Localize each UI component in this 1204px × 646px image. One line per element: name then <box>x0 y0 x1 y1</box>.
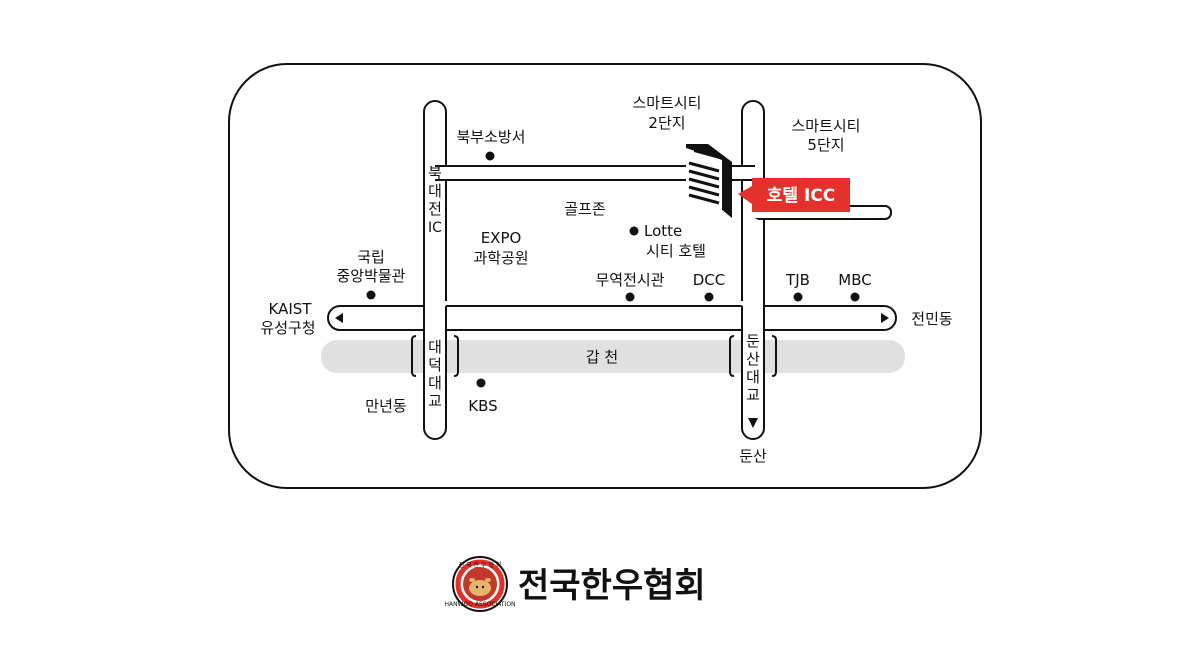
trade-center-marker <box>625 292 635 302</box>
map-text: 북 <box>428 164 442 182</box>
hotel-icc-label: 호텔 ICC <box>767 186 835 206</box>
mbc-marker <box>850 292 860 302</box>
smart-city-5-label-line2: 5단지 <box>807 136 844 154</box>
expo-label-line1: EXPO <box>481 229 522 247</box>
lotte-label-line2: 시티 호텔 <box>646 242 706 260</box>
dunsan-label: 둔산 <box>739 447 767 465</box>
tjb-marker <box>793 292 803 302</box>
museum-marker <box>366 290 376 300</box>
smart-city-2-label-line1: 스마트시티 <box>632 94 701 112</box>
lotte-label-line1: Lotte <box>644 222 682 240</box>
west-arrow-icon <box>335 313 343 323</box>
tjb-label: TJB <box>785 271 810 289</box>
manyeon-label: 만년동 <box>365 397 407 415</box>
dunsan-bridge-label: 둔 산 대 교 <box>746 332 760 404</box>
bridge-bracket <box>453 335 459 377</box>
south-arrow-icon <box>748 418 758 428</box>
map-text: 교 <box>746 386 760 404</box>
golf-zone-label: 골프존 <box>564 200 606 218</box>
smart-city-2-label-line2: 2단지 <box>648 114 685 132</box>
bridge-bracket <box>411 335 417 377</box>
map-frame <box>228 63 982 489</box>
map-text: 대 <box>428 374 442 392</box>
map-text: 대 <box>428 182 442 200</box>
mbc-label: MBC <box>838 271 871 289</box>
map-text: 덕 <box>428 356 442 374</box>
gapcheon-label: 갑 천 <box>586 348 618 366</box>
fire-station-label: 북부소방서 <box>456 128 525 146</box>
hotel-building-icon <box>686 144 732 218</box>
kaist-label-line2: 유성구청 <box>260 319 315 337</box>
north-ic-label: 북 대 전 IC <box>428 164 442 236</box>
smart-city-5-label-line1: 스마트시티 <box>791 117 860 135</box>
daedeok-bridge-label: 대 덕 대 교 <box>428 338 442 410</box>
map-text: 대 <box>746 368 760 386</box>
kaist-label-line1: KAIST <box>269 300 313 318</box>
museum-label-line2: 중앙박물관 <box>336 267 405 285</box>
map-text: 대 <box>428 338 442 356</box>
bridge-bracket <box>771 335 777 377</box>
expo-label-line2: 과학공원 <box>473 249 528 267</box>
map-text: 전 국 한 우 협 회 <box>459 561 502 569</box>
jeonmin-label: 전민동 <box>911 310 953 328</box>
org-name: 전국한우협회 <box>518 566 706 606</box>
kbs-label: KBS <box>468 397 497 415</box>
museum-label-line1: 국립 <box>357 248 385 266</box>
hotel-icc-callout: 호텔 ICC <box>738 178 850 212</box>
dcc-label: DCC <box>693 271 726 289</box>
kbs-marker <box>476 378 486 388</box>
fire-station-marker <box>485 151 495 161</box>
east-arrow-icon <box>881 313 889 323</box>
map-text: 산 <box>746 350 760 368</box>
trade-center-label: 무역전시관 <box>595 271 664 289</box>
lotte-hotel-marker <box>629 226 639 236</box>
bridge-bracket <box>729 335 735 377</box>
dcc-marker <box>704 292 714 302</box>
main-road <box>327 305 897 331</box>
map-text: IC <box>428 220 442 236</box>
hanwoo-seal-logo: 전 국 한 우 협 회 HANWOO ASSOCIATION <box>444 556 516 612</box>
map-text: 둔 <box>746 332 760 350</box>
map-text: HANWOO ASSOCIATION <box>444 601 515 608</box>
map-text: 전 <box>428 200 442 218</box>
map-text: 교 <box>428 392 442 410</box>
